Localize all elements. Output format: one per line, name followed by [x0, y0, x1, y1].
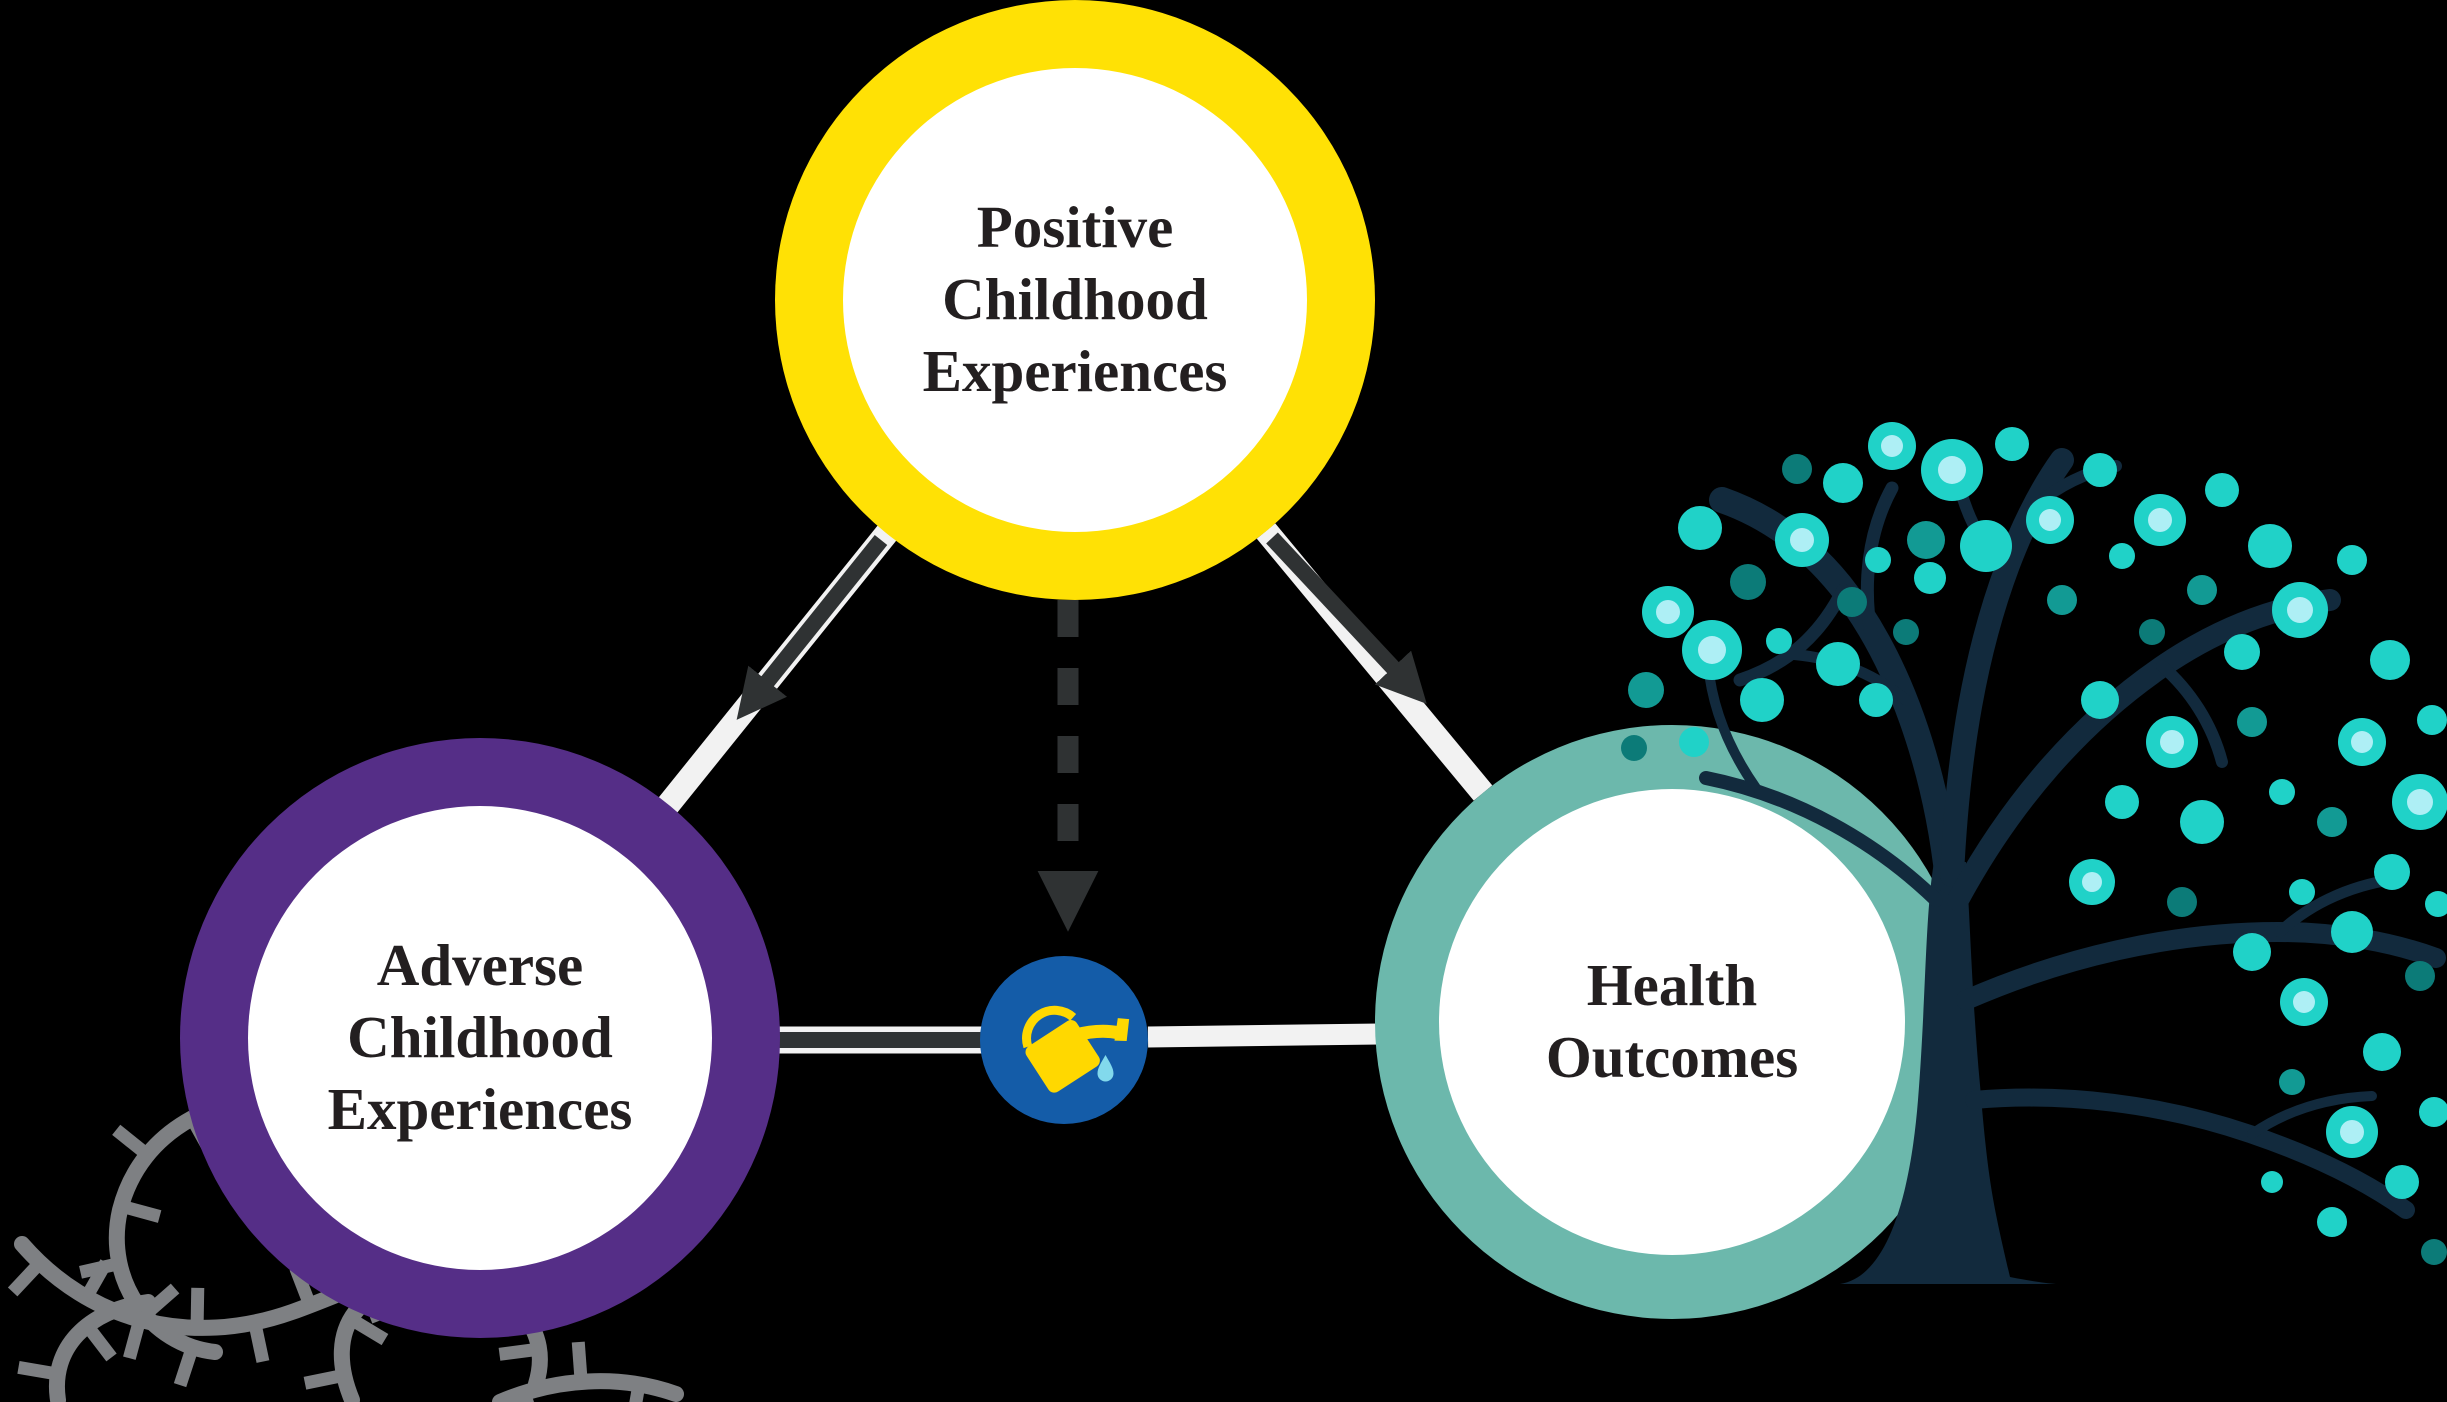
watering-can-icon [1022, 1005, 1130, 1093]
connector-pce-to-health [1256, 523, 1493, 801]
health-circle [1375, 725, 1969, 1319]
connectors [658, 523, 1493, 1054]
ace-circle [180, 738, 780, 1338]
tree-leaves [1621, 422, 2447, 1265]
node-circles [180, 0, 1969, 1338]
water-drop-icon [1097, 1055, 1114, 1082]
flourishing-tree-illustration [1621, 422, 2447, 1284]
connector-pce-to-ace [658, 525, 897, 813]
watering-can-badge [980, 956, 1148, 1124]
solid-arrow-icon [736, 534, 888, 720]
pce-circle [775, 0, 1375, 600]
solid-arrow-icon [1266, 532, 1427, 704]
connector-watering-can-to-health [1147, 1023, 1381, 1048]
